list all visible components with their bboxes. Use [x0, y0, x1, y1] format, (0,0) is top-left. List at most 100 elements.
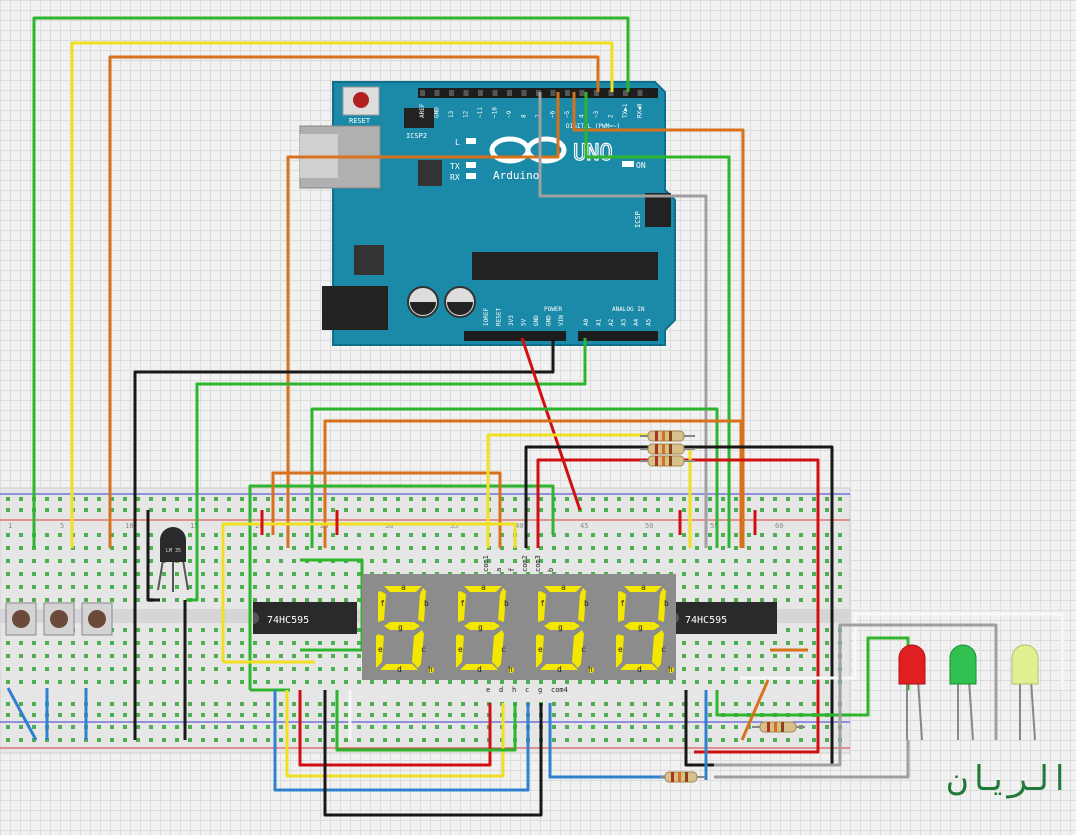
breadboard-hole: [591, 533, 595, 537]
breadboard-hole: [474, 738, 478, 742]
breadboard-hole: [747, 598, 751, 602]
breadboard-hole: [617, 725, 621, 729]
breadboard-hole: [266, 738, 270, 742]
breadboard-hole: [578, 680, 582, 684]
display-bottom-pin: h: [512, 686, 516, 694]
segment-letter: f: [460, 599, 465, 608]
breadboard-hole: [175, 667, 179, 671]
push-button-3[interactable]: [81, 602, 113, 636]
breadboard-hole: [747, 641, 751, 645]
segment-letter: f: [620, 599, 625, 608]
breadboard-hole: [760, 497, 764, 501]
breadboard-hole: [630, 713, 634, 717]
breadboard-hole: [721, 654, 725, 658]
breadboard-hole: [84, 598, 88, 602]
breadboard-hole: [552, 725, 556, 729]
breadboard-hole: [162, 585, 166, 589]
breadboard-hole: [201, 680, 205, 684]
breadboard-hole: [565, 508, 569, 512]
breadboard-hole: [6, 508, 10, 512]
breadboard-hole: [214, 702, 218, 706]
wire-green-h: [335, 690, 517, 752]
breadboard-hole: [552, 702, 556, 706]
breadboard-hole: [227, 533, 231, 537]
breadboard-hole: [747, 654, 751, 658]
breadboard-hole: [344, 725, 348, 729]
breadboard-hole: [721, 667, 725, 671]
segment-g: [544, 622, 580, 630]
breadboard-hole: [812, 680, 816, 684]
breadboard-hole: [19, 680, 23, 684]
breadboard-hole: [682, 533, 686, 537]
breadboard-hole: [773, 497, 777, 501]
breadboard-hole: [149, 702, 153, 706]
breadboard-hole: [656, 533, 660, 537]
breadboard-hole: [721, 738, 725, 742]
breadboard-hole: [318, 738, 322, 742]
breadboard-hole: [58, 738, 62, 742]
breadboard-hole: [695, 572, 699, 576]
breadboard-hole: [786, 641, 790, 645]
breadboard-hole: [578, 738, 582, 742]
push-button-1[interactable]: [5, 602, 37, 636]
breadboard-hole: [786, 533, 790, 537]
breadboard-hole: [227, 628, 231, 632]
digital-pin-label: RX◀0: [637, 103, 644, 118]
breadboard-hole: [188, 680, 192, 684]
digital-pin: [434, 90, 440, 96]
breadboard-hole: [240, 667, 244, 671]
breadboard-hole: [149, 585, 153, 589]
breadboard-hole: [6, 713, 10, 717]
led-red: [898, 644, 926, 741]
breadboard-hole: [708, 508, 712, 512]
power-pin-label: 5V: [521, 318, 528, 326]
breadboard-hole: [97, 497, 101, 501]
segment-letter: a: [641, 583, 646, 592]
column-number: 35: [450, 522, 458, 530]
breadboard-hole: [656, 546, 660, 550]
breadboard-hole: [526, 546, 530, 550]
breadboard-hole: [84, 641, 88, 645]
breadboard-hole: [357, 508, 361, 512]
breadboard-hole: [292, 702, 296, 706]
breadboard-hole: [188, 497, 192, 501]
push-button-2[interactable]: [43, 602, 75, 636]
column-number: 30: [385, 522, 393, 530]
breadboard-hole: [357, 654, 361, 658]
breadboard-hole: [383, 559, 387, 563]
breadboard-hole: [331, 585, 335, 589]
breadboard-hole: [110, 533, 114, 537]
shift-register-left: 74HC595: [253, 602, 357, 634]
breadboard-hole: [279, 641, 283, 645]
breadboard-hole: [838, 559, 842, 563]
breadboard-hole: [643, 702, 647, 706]
breadboard-hole: [474, 680, 478, 684]
segment-dot: [428, 667, 434, 673]
breadboard-hole: [344, 738, 348, 742]
wire-black-gnd: [133, 338, 555, 740]
breadboard-hole: [279, 559, 283, 563]
breadboard-hole: [786, 585, 790, 589]
breadboard-hole: [747, 667, 751, 671]
breadboard-hole: [331, 533, 335, 537]
digital-pin-label: ~11: [477, 107, 484, 118]
wire-gray-pin9: [538, 92, 708, 548]
breadboard-hole: [682, 585, 686, 589]
breadboard-hole: [396, 725, 400, 729]
breadboard-hole: [422, 497, 426, 501]
breadboard-hole: [58, 546, 62, 550]
breadboard-hole: [201, 713, 205, 717]
arduino-uno-board: RESET ICSP2 ICSP UNO Arduino: [299, 81, 676, 346]
breadboard-hole: [253, 702, 257, 706]
segment-letter: c: [501, 645, 506, 654]
breadboard-hole: [305, 667, 309, 671]
breadboard-hole: [669, 725, 673, 729]
breadboard-hole: [201, 508, 205, 512]
reset-button-cap[interactable]: [353, 92, 369, 108]
breadboard-hole: [591, 680, 595, 684]
breadboard-hole: [227, 702, 231, 706]
breadboard-hole: [266, 654, 270, 658]
breadboard-hole: [656, 680, 660, 684]
breadboard-hole: [188, 725, 192, 729]
